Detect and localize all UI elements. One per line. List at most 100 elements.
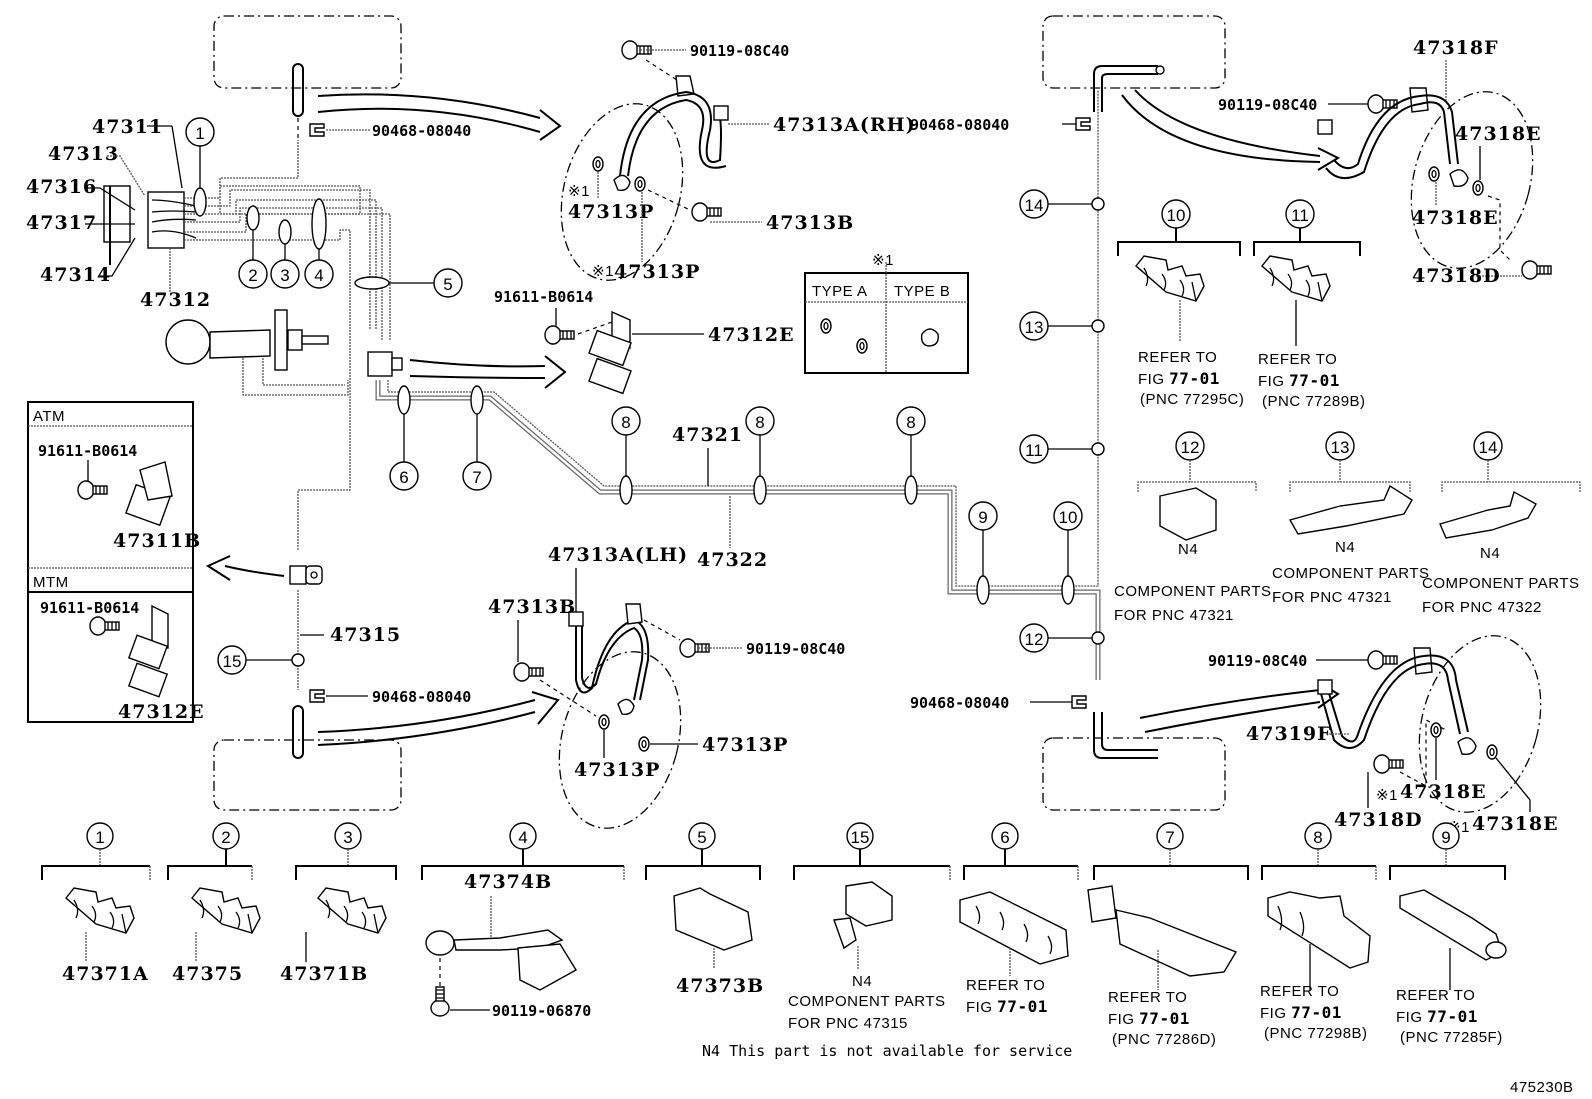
svg-text:2: 2 <box>248 266 257 285</box>
svg-text:FOR PNC 47321: FOR PNC 47321 <box>1114 607 1234 624</box>
svg-text:15: 15 <box>223 652 242 671</box>
callout-10[interactable] <box>1053 501 1083 531</box>
part-label[interactable]: 47371A <box>62 963 149 985</box>
part-label[interactable]: 47318D <box>1334 809 1423 831</box>
detail-circle <box>1410 91 1534 269</box>
tube-label-47321[interactable]: 47321 <box>672 424 743 446</box>
svg-text:7: 7 <box>472 468 481 487</box>
svg-text:10: 10 <box>1167 206 1186 225</box>
part-label[interactable]: 47311B <box>113 530 201 552</box>
callout-15[interactable] <box>217 645 247 675</box>
part-label[interactable]: 47318E <box>1455 123 1542 145</box>
detail-circle <box>560 103 684 281</box>
clamp-group-1: 1 47371A <box>41 822 151 985</box>
svg-text:9: 9 <box>978 508 987 527</box>
part-label[interactable]: 90468-08040 <box>910 116 1009 134</box>
clamp-group-4: 4 47374B 90119-06870 <box>421 822 625 1020</box>
type-b-header: TYPE B <box>894 283 950 300</box>
part-label[interactable]: 91611-B0614 <box>40 599 139 617</box>
clamp-group-3: 3 47371B <box>280 822 397 985</box>
callout-8[interactable] <box>745 406 775 436</box>
part-label[interactable]: 47316 <box>26 176 97 198</box>
svg-text:※1: ※1 <box>592 263 614 280</box>
svg-text:(PNC 77295C): (PNC 77295C) <box>1140 391 1244 408</box>
clamp-group-13: 13 N4 COMPONENT PARTS FOR PNC 47321 <box>1272 431 1430 606</box>
svg-text:N4: N4 <box>852 973 872 990</box>
part-label[interactable]: 47318D <box>1412 265 1501 287</box>
svg-text:N4: N4 <box>1480 545 1500 562</box>
part-label[interactable]: 47314 <box>40 264 111 286</box>
callout-11[interactable] <box>1019 434 1049 464</box>
part-label[interactable]: 47312 <box>140 289 211 311</box>
callout-3[interactable] <box>270 259 300 289</box>
callout-12[interactable] <box>1019 311 1049 341</box>
rear-left-wheel-area-outline <box>1042 737 1226 811</box>
part-label[interactable]: 90468-08040 <box>372 122 471 140</box>
part-label[interactable]: 90119-08C40 <box>690 42 789 60</box>
callout-8[interactable] <box>896 406 926 436</box>
svg-text:REFER TO: REFER TO <box>1138 349 1217 366</box>
svg-text:COMPONENT PARTS: COMPONENT PARTS <box>1272 565 1430 582</box>
clamp-group-7: 7 REFER TO FIG 77-01 (PNC 77286D) <box>1087 822 1249 1048</box>
callout-8[interactable] <box>611 406 641 436</box>
tube-label-47315[interactable]: 47315 <box>330 624 401 646</box>
callout-13[interactable] <box>1019 189 1049 219</box>
part-label[interactable]: 90119-06870 <box>492 1002 591 1020</box>
part-label[interactable]: 47318E <box>1472 813 1559 835</box>
svg-text:FOR PNC 47322: FOR PNC 47322 <box>1422 599 1542 616</box>
callout-4[interactable] <box>304 259 334 289</box>
part-label[interactable]: 90468-08040 <box>910 694 1009 712</box>
part-label[interactable]: 90468-08040 <box>372 688 471 706</box>
svg-text:(PNC 77285F): (PNC 77285F) <box>1400 1029 1503 1046</box>
callout-1[interactable] <box>185 117 215 147</box>
part-label[interactable]: 47312E <box>708 324 795 346</box>
clamp-group-9: 9 REFER TO FIG 77-01 (PNC 77285F) <box>1389 822 1507 1046</box>
part-label[interactable]: 91611-B0614 <box>494 288 593 306</box>
part-label[interactable]: 47313 <box>48 143 119 165</box>
part-label[interactable]: 47313P <box>614 261 700 283</box>
part-label[interactable]: 47373B <box>676 975 764 997</box>
figure-id: 475230B <box>1510 1079 1574 1096</box>
part-label[interactable]: 47312E <box>118 701 205 723</box>
callout-6[interactable] <box>389 461 419 491</box>
part-label[interactable]: 91611-B0614 <box>38 442 137 460</box>
part-label[interactable]: 47311 <box>92 116 163 138</box>
callout-7[interactable] <box>462 461 492 491</box>
part-label[interactable]: 47374B <box>464 871 552 893</box>
clamp-group-11: 11 REFER TO FIG 77-01 (PNC 77289B) <box>1253 199 1365 410</box>
part-label[interactable]: 47319F <box>1246 723 1332 745</box>
master-cylinder-flange <box>103 185 131 243</box>
svg-text:FIG 77-01: FIG 77-01 <box>1396 1007 1478 1026</box>
part-label[interactable]: 47313A(RH) <box>773 114 916 136</box>
part-label[interactable]: 47318E <box>1400 781 1487 803</box>
svg-text:3: 3 <box>280 266 289 285</box>
svg-text:8: 8 <box>906 413 915 432</box>
part-label[interactable]: 47313P <box>568 201 654 223</box>
part-label[interactable]: 47313A(LH) <box>548 544 688 566</box>
part-label[interactable]: 47371B <box>280 963 368 985</box>
proportioning-valve <box>367 351 393 377</box>
part-label[interactable]: 47318E <box>1412 207 1499 229</box>
part-label[interactable]: 47375 <box>172 963 243 985</box>
svg-text:9: 9 <box>1441 828 1450 847</box>
part-label[interactable]: 90119-08C40 <box>746 640 845 658</box>
part-label[interactable]: 47313P <box>574 759 660 781</box>
part-label[interactable]: 47318F <box>1413 37 1499 59</box>
mtm-title: MTM <box>33 574 69 591</box>
part-label[interactable]: 47313B <box>766 212 854 234</box>
callout-5[interactable] <box>433 268 463 298</box>
callout-9[interactable] <box>968 501 998 531</box>
callout-2[interactable] <box>238 259 268 289</box>
part-label[interactable]: 47313B <box>488 596 576 618</box>
part-label[interactable]: 90119-08C40 <box>1218 96 1317 114</box>
callout-14[interactable] <box>1019 623 1049 653</box>
part-label[interactable]: 47317 <box>26 212 97 234</box>
svg-text:FIG 77-01: FIG 77-01 <box>1258 371 1340 390</box>
rear-right-wheel-area-outline <box>1042 15 1226 89</box>
clamp-group-14: 14 N4 COMPONENT PARTS FOR PNC 47322 <box>1422 431 1581 616</box>
tube-label-47322[interactable]: 47322 <box>697 549 768 571</box>
part-label[interactable]: 47313P <box>702 734 788 756</box>
part-label[interactable]: 90119-08C40 <box>1208 652 1307 670</box>
svg-text:6: 6 <box>1000 828 1009 847</box>
svg-text:12: 12 <box>1025 630 1044 649</box>
